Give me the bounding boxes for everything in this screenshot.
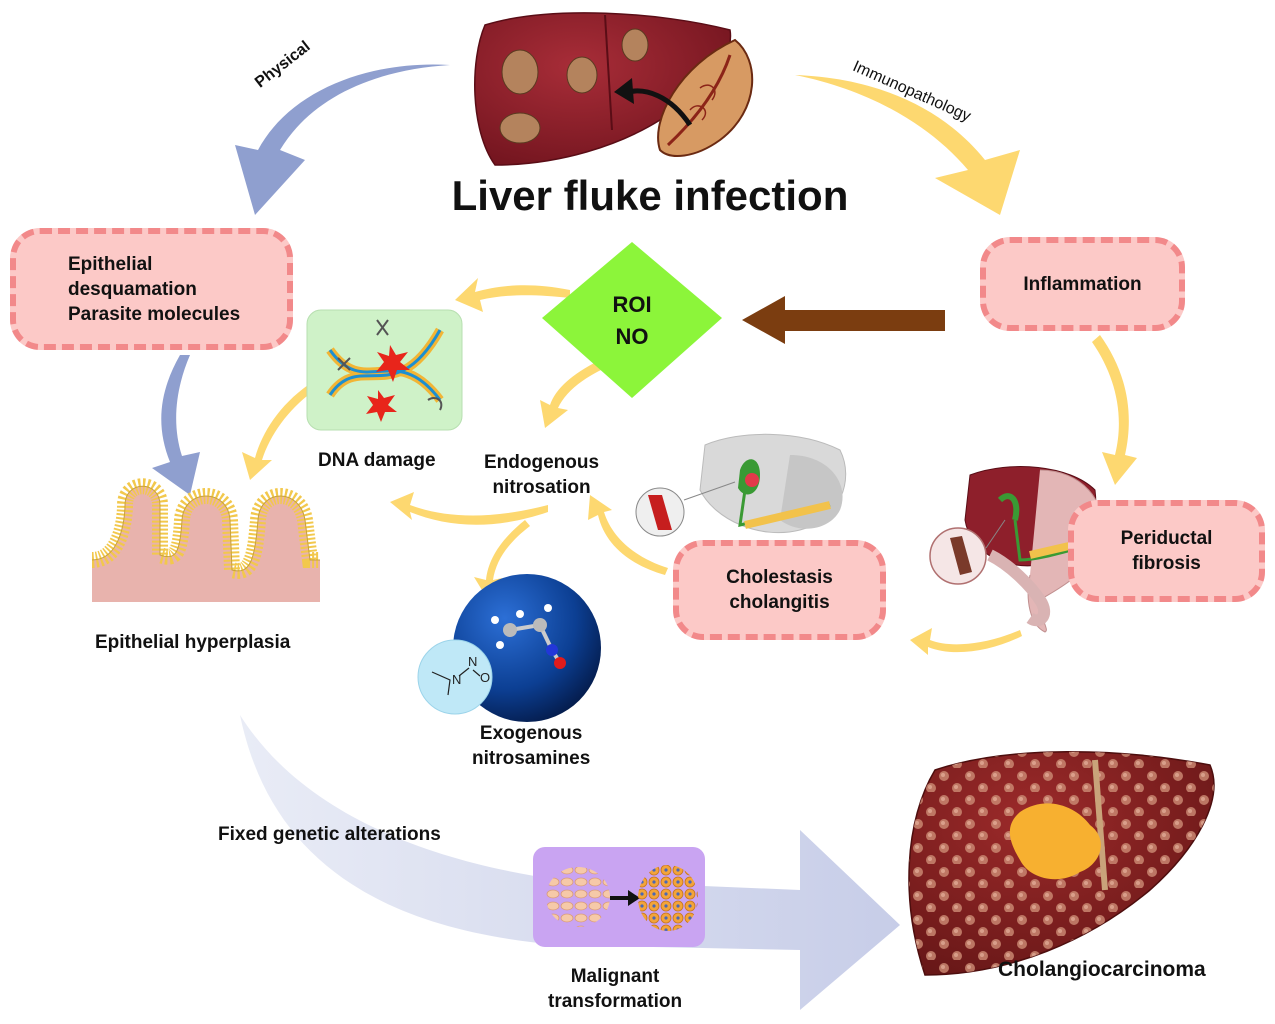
endogenous-to-exogenous-arrow: [474, 520, 530, 600]
endogenous-line-1: Endogenous: [484, 452, 600, 473]
endogenous-to-hyperplasia-arrow: [390, 492, 548, 525]
transformation-arrow-icon: [610, 890, 640, 906]
endogenous-nitrosation-label: Endogenous nitrosation: [484, 450, 599, 500]
tumor-icon: [1009, 803, 1101, 880]
endogenous-line-2: nitrosation: [492, 477, 591, 498]
nitrogen-atom-label: N: [452, 672, 461, 687]
immunopathology-arrow: [795, 75, 1020, 215]
dna-break-icon: [366, 390, 397, 422]
exogenous-line-2: nitrosamines: [472, 748, 591, 769]
malignant-transformation-illustration: [533, 847, 705, 947]
no-label: NO: [616, 324, 649, 349]
nitrosamine-molecule-illustration: N N O: [417, 574, 601, 722]
inflammation-to-fibrosis-arrow: [1092, 335, 1137, 485]
epithelial-line-2: desquamation: [68, 278, 197, 300]
fibrosis-to-cholestasis-arrow: [910, 628, 1022, 655]
yellow-arrows: [242, 278, 1137, 655]
physical-arrow: [235, 64, 450, 215]
desquamation-to-hyperplasia-arrow: [152, 355, 200, 495]
cholangiocarcinoma-label: Cholangiocarcinoma: [998, 958, 1206, 981]
inflammation-label: Inflammation: [1023, 273, 1142, 295]
malignant-line-2: transformation: [548, 991, 683, 1012]
epithelial-line-3: Parasite molecules: [68, 303, 241, 325]
cholestasis-line-1: Cholestasis: [726, 567, 833, 588]
roi-no-diamond: [542, 242, 722, 398]
oxygen-atom-label: O: [480, 670, 490, 685]
dna-damage-illustration: [306, 309, 463, 431]
diagram-title: Liver fluke infection: [451, 172, 849, 219]
fixed-genetic-alterations-arrow: [240, 715, 900, 1010]
cholestasis-line-2: cholangitis: [729, 592, 830, 613]
roi-to-endogenous-arrow: [540, 360, 605, 428]
epithelial-line-1: Epithelial: [68, 253, 153, 275]
inflammation-to-roi-arrow: [742, 296, 945, 344]
epithelial-desquamation-box: Epithelial desquamation Parasite molecul…: [10, 228, 293, 350]
dna-to-hyperplasia-arrow: [242, 385, 312, 480]
liver-fluke-illustration: [474, 12, 754, 166]
biliary-organ-illustration: [635, 433, 847, 537]
dna-damage-label: DNA damage: [318, 450, 436, 471]
malignant-line-1: Malignant: [570, 966, 660, 987]
inflammation-box: Inflammation: [980, 237, 1185, 331]
cholestasis-box: Cholestasis cholangitis: [673, 540, 886, 640]
nitrogen-atom-label: N: [468, 654, 477, 669]
dna-break-icon: [376, 345, 410, 382]
cholestasis-to-endogenous-arrow: [588, 495, 668, 575]
exogenous-nitrosamines-label: Exogenous nitrosamines: [472, 721, 590, 771]
periductal-line-2: fibrosis: [1132, 553, 1201, 574]
cholangiocarcinoma-liver-illustration: [908, 751, 1215, 976]
epithelial-hyperplasia-illustration: [90, 478, 320, 602]
roi-to-dna-arrow: [455, 278, 570, 312]
fixed-genetic-alterations-label: Fixed genetic alterations: [218, 824, 441, 845]
exogenous-line-1: Exogenous: [479, 723, 583, 744]
epithelial-hyperplasia-label: Epithelial hyperplasia: [95, 632, 291, 653]
periductal-line-1: Periductal: [1120, 528, 1213, 549]
liver-fluke-icon: [657, 38, 754, 157]
malignant-transformation-label: Malignant transformation: [548, 964, 682, 1014]
periductal-fibrosis-box: Periductal fibrosis: [1068, 500, 1265, 602]
roi-label: ROI: [612, 292, 651, 317]
